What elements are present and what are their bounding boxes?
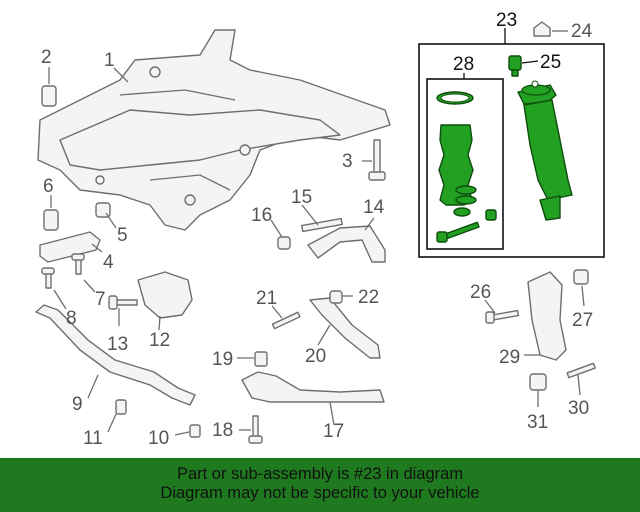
bolt-part-11[interactable] bbox=[115, 399, 127, 415]
stabilizer-bar-part-9[interactable] bbox=[35, 304, 196, 406]
leader-lines bbox=[48, 30, 585, 436]
callout-15: 15 bbox=[291, 187, 312, 208]
link-part-15[interactable] bbox=[301, 217, 343, 233]
nut-part-16[interactable] bbox=[277, 236, 291, 250]
bushing-part-6[interactable] bbox=[43, 209, 59, 231]
callout-4: 4 bbox=[103, 252, 114, 273]
callout-1: 1 bbox=[104, 50, 115, 71]
callout-14: 14 bbox=[363, 197, 385, 218]
callout-22: 22 bbox=[358, 287, 379, 308]
callout-13: 13 bbox=[107, 334, 128, 355]
bolt-part-18[interactable] bbox=[248, 415, 263, 444]
bushing-part-2[interactable] bbox=[41, 85, 57, 107]
bolt-part-3[interactable] bbox=[368, 139, 386, 181]
nut-part-24[interactable] bbox=[533, 21, 551, 37]
callout-11: 11 bbox=[83, 428, 103, 449]
callout-18: 18 bbox=[212, 420, 233, 441]
callout-17: 17 bbox=[323, 421, 344, 442]
lower-arm-part-20[interactable] bbox=[309, 297, 381, 359]
nut-part-22[interactable] bbox=[329, 290, 343, 304]
callout-20: 20 bbox=[305, 346, 326, 367]
callout-2: 2 bbox=[41, 47, 52, 68]
boot-kit-part-28[interactable] bbox=[436, 91, 497, 243]
mount-part-12[interactable] bbox=[137, 271, 193, 319]
callout-30: 30 bbox=[568, 398, 589, 419]
callout-27: 27 bbox=[572, 310, 593, 331]
callout-23: 23 bbox=[496, 10, 517, 31]
banner-line-disclaimer: Diagram may not be specific to your vehi… bbox=[160, 484, 480, 502]
nut-part-27[interactable] bbox=[573, 269, 589, 285]
bracket-part-19[interactable] bbox=[254, 351, 268, 367]
subframe-part[interactable] bbox=[37, 29, 391, 231]
nut-part-31[interactable] bbox=[529, 373, 547, 391]
nut-part-25[interactable] bbox=[508, 55, 522, 77]
callout-28: 28 bbox=[453, 54, 474, 75]
bolt-part-7[interactable] bbox=[71, 253, 85, 275]
callout-12: 12 bbox=[149, 330, 170, 351]
callout-7: 7 bbox=[95, 289, 106, 310]
bolt-part-8[interactable] bbox=[41, 267, 55, 289]
callout-25: 25 bbox=[540, 52, 561, 73]
callout-29: 29 bbox=[499, 347, 520, 368]
assembly-23-box bbox=[418, 28, 605, 258]
callout-26: 26 bbox=[470, 282, 491, 303]
callout-6: 6 bbox=[43, 176, 54, 197]
bracket-part-4[interactable] bbox=[39, 231, 101, 263]
bolt-part-10[interactable] bbox=[189, 424, 201, 438]
callout-24: 24 bbox=[571, 21, 593, 42]
callout-21: 21 bbox=[256, 288, 277, 309]
callout-16: 16 bbox=[251, 205, 272, 226]
callout-31: 31 bbox=[527, 412, 548, 433]
bolt-part-30[interactable] bbox=[566, 362, 596, 379]
info-banner: Part or sub-assembly is #23 in diagram D… bbox=[0, 458, 640, 512]
callout-labels: 1 2 3 4 5 6 7 8 9 10 11 12 13 14 15 16 1… bbox=[41, 10, 593, 449]
bolt-part-13[interactable] bbox=[108, 295, 138, 310]
callout-19: 19 bbox=[212, 349, 233, 370]
bolt-part-21[interactable] bbox=[271, 311, 301, 330]
air-strut-part-23[interactable] bbox=[517, 80, 573, 221]
bracket-part-29[interactable] bbox=[527, 271, 567, 361]
callout-10: 10 bbox=[148, 428, 169, 449]
bolt-part-26[interactable] bbox=[485, 309, 520, 324]
callout-9: 9 bbox=[72, 394, 83, 415]
callout-5: 5 bbox=[117, 225, 128, 246]
tension-strut-part-17[interactable] bbox=[241, 371, 385, 403]
banner-line-part-info: Part or sub-assembly is #23 in diagram bbox=[176, 465, 464, 483]
callout-3: 3 bbox=[342, 151, 353, 172]
callout-8: 8 bbox=[66, 308, 77, 329]
upper-control-arm-part-14[interactable] bbox=[307, 225, 386, 263]
